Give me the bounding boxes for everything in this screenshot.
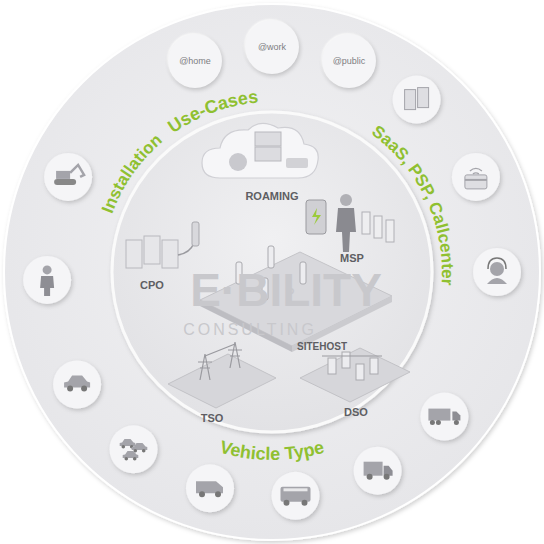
actor-label: CPO xyxy=(140,279,164,291)
ring-title-text: Use-Cases xyxy=(164,87,259,137)
watermark: E·BILITY xyxy=(190,263,382,317)
ring-icons xyxy=(23,76,521,520)
tso-platform xyxy=(168,342,276,408)
use-case-circle: @home xyxy=(168,34,222,88)
actor-label: ROAMING xyxy=(245,190,298,202)
actor-label: MSP xyxy=(340,252,364,264)
icon-circle xyxy=(44,153,92,201)
dso-substation xyxy=(300,348,410,402)
icon-circle xyxy=(53,361,101,409)
icon-circle xyxy=(420,393,468,441)
actor-label: TSO xyxy=(201,412,224,424)
icon-circle xyxy=(186,464,234,512)
use-case-text: @work xyxy=(258,42,286,52)
ring-title: Use-Cases xyxy=(164,87,259,137)
icon-circle xyxy=(473,248,521,296)
actor-label: DSO xyxy=(344,406,368,418)
ring-title-text: SaaS, PSP, Callcenter xyxy=(368,122,457,287)
ring-title: Vehicle Type xyxy=(218,437,326,464)
icon-circle xyxy=(272,472,320,520)
roaming-cloud xyxy=(202,123,318,178)
ring-title: Installation xyxy=(98,130,166,216)
msp-figure xyxy=(306,194,394,252)
actor-label: SITEHOST xyxy=(297,341,347,352)
use-case-text: @public xyxy=(333,56,366,66)
watermark: CONSULTING xyxy=(183,321,317,339)
icon-circle xyxy=(354,447,402,495)
cpo-servers xyxy=(126,222,199,268)
icon-circle xyxy=(393,76,441,124)
ring-title-text: Installation xyxy=(98,130,166,216)
icon-circle xyxy=(110,425,158,473)
use-case-circle: @public xyxy=(322,34,376,88)
icon-circle xyxy=(23,256,71,304)
use-case-circle: @work xyxy=(245,20,299,74)
icon-circle xyxy=(452,153,500,201)
use-case-text: @home xyxy=(179,56,211,66)
outer-ring xyxy=(4,4,540,540)
ring-title-text: Vehicle Type xyxy=(218,437,326,464)
ring-title: SaaS, PSP, Callcenter xyxy=(368,122,457,287)
inner-disc xyxy=(112,112,432,432)
